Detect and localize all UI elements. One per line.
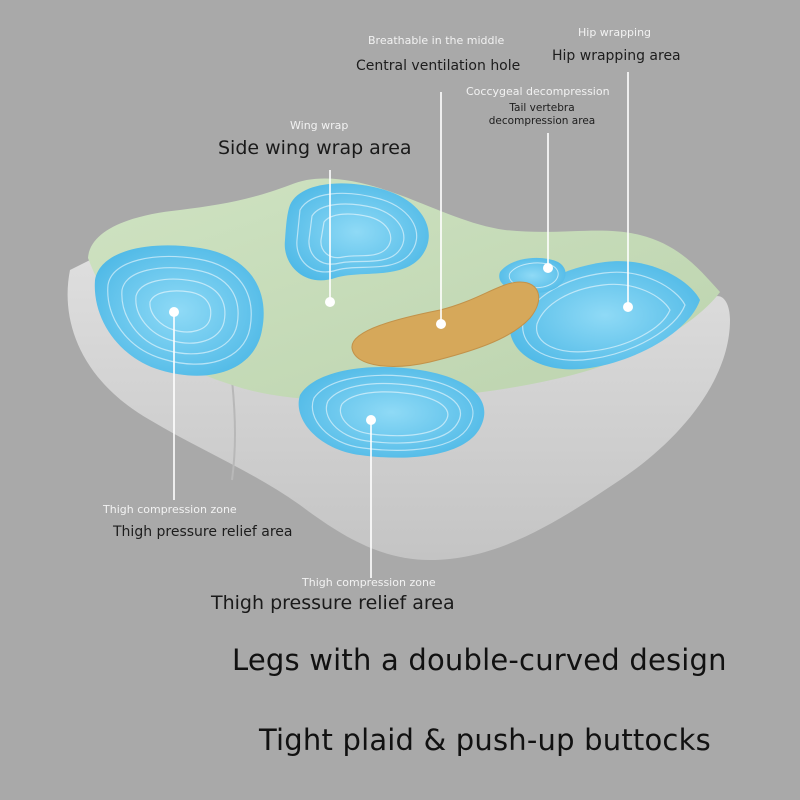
coccygeal-detail-label: Tail vertebra decompression area [486,102,598,128]
thigh-left-zone [94,245,264,376]
coccygeal-small-label: Coccygeal decompression [466,85,610,98]
thigh-left-main-label: Thigh pressure relief area [113,524,293,540]
wing-small-label: Wing wrap [290,119,349,132]
coccygeal-line2: decompression area [488,115,596,127]
thigh-center-small-label: Thigh compression zone [302,576,436,589]
thigh-center-zone [298,367,485,458]
cushion-seam [231,379,236,481]
headline-line2: Tight plaid & push-up buttocks [259,723,711,757]
hip-main-label: Hip wrapping area [552,48,681,64]
wing-main-label: Side wing wrap area [218,137,412,159]
coccygeal-line1: Tail vertebra [509,102,575,114]
callout-lines [173,72,629,578]
breathable-main-label: Central ventilation hole [356,58,521,74]
hip-wrap-zone [509,261,700,370]
hip-small-label: Hip wrapping [578,26,652,39]
thigh-center-main-label: Thigh pressure relief area [211,592,455,614]
headline-line1: Legs with a double-curved design [232,643,727,677]
callout-dots [169,263,633,425]
breathable-small-label: Breathable in the middle [368,34,505,47]
wing-wrap-zone [284,183,429,281]
thigh-left-small-label: Thigh compression zone [103,503,237,516]
